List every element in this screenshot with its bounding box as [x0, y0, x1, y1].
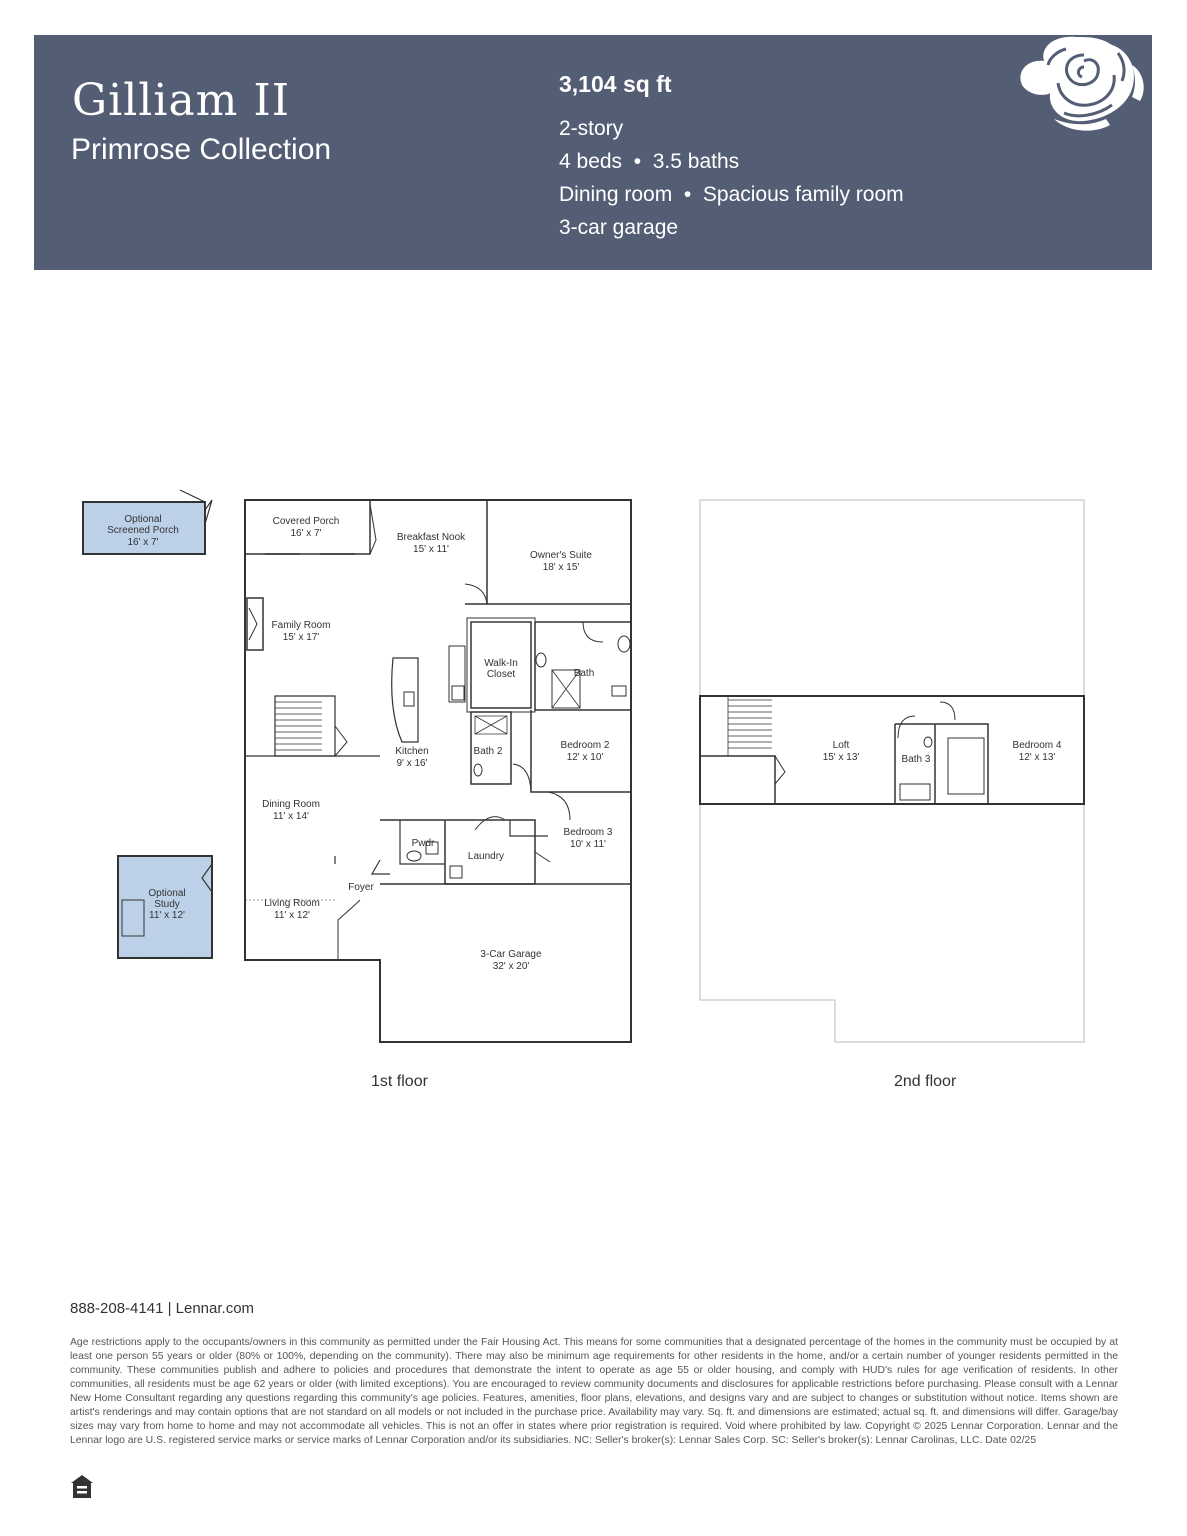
room-label-bedroom-2: Bedroom 2: [561, 740, 610, 751]
room-label-bedroom-3: Bedroom 3: [564, 827, 613, 838]
room-dims-owners-suite: 18' x 15': [543, 562, 580, 573]
room-dims-kitchen: 9' x 16': [396, 758, 427, 769]
optional-screened-porch-shape: [82, 501, 206, 555]
collection-name: Primrose Collection: [71, 133, 332, 166]
room-dims-covered-porch: 16' x 7': [290, 528, 321, 539]
room-dims-dining-room: 11' x 14': [273, 811, 309, 822]
first-floor-label: 1st floor: [371, 1073, 428, 1090]
room-label-foyer: Foyer: [348, 882, 374, 893]
room-dims-breakfast-nook: 15' x 11': [413, 544, 449, 555]
room-label-bath: Bath: [574, 668, 595, 679]
room-label-bath-3: Bath 3: [902, 754, 931, 765]
legal-disclaimer: Age restrictions apply to the occupants/…: [70, 1337, 1118, 1446]
room-dims-optional-screened-porch: 16' x 7': [127, 537, 158, 548]
room-dims-living-room: 11' x 12': [274, 910, 310, 921]
room-label-family-room: Family Room: [272, 620, 331, 631]
room-label-kitchen: Kitchen: [395, 746, 428, 757]
room-dims-bedroom-4: 12' x 13': [1019, 752, 1056, 763]
stories: 2-story: [559, 117, 624, 140]
room-dims-loft: 15' x 13': [823, 752, 860, 763]
room-label-bath-2: Bath 2: [474, 746, 503, 757]
feature-rooms: Dining room • Spacious family room: [559, 183, 904, 206]
room-label-laundry: Laundry: [468, 851, 504, 862]
room-dims-bedroom-3: 10' x 11': [570, 839, 606, 850]
contact-info: 888-208-4141 | Lennar.com: [70, 1300, 255, 1317]
garage-info: 3-car garage: [559, 216, 679, 239]
room-label-pwdr: Pwdr: [412, 838, 435, 849]
equal-housing-opportunity-icon: [71, 1475, 93, 1498]
square-footage: 3,104 sq ft: [559, 71, 672, 97]
room-label-garage: 3-Car Garage: [480, 949, 542, 960]
room-dims-bedroom-2: 12' x 10': [567, 752, 604, 763]
second-floor-label: 2nd floor: [894, 1073, 957, 1090]
room-label-bedroom-4: Bedroom 4: [1013, 740, 1062, 751]
room-label-dining-room: Dining Room: [262, 799, 320, 810]
room-label-owners-suite: Owner's Suite: [530, 550, 592, 561]
room-label-loft: Loft: [833, 740, 850, 751]
header-banner: Gilliam II Primrose Collection 3,104 sq …: [34, 35, 1152, 270]
rose-icon: [1020, 36, 1144, 131]
room-dims-optional-study: 11' x 12': [149, 910, 185, 921]
room-label-living-room: Living Room: [264, 898, 320, 909]
optional-study-shape: [117, 855, 213, 959]
room-label-covered-porch: Covered Porch: [273, 516, 340, 527]
plan-title: Gilliam II: [72, 75, 291, 126]
room-dims-family-room: 15' x 17': [283, 632, 320, 643]
beds-baths: 4 beds • 3.5 baths: [559, 150, 740, 173]
room-label-breakfast-nook: Breakfast Nook: [397, 532, 466, 543]
room-dims-garage: 32' x 20': [493, 961, 530, 972]
